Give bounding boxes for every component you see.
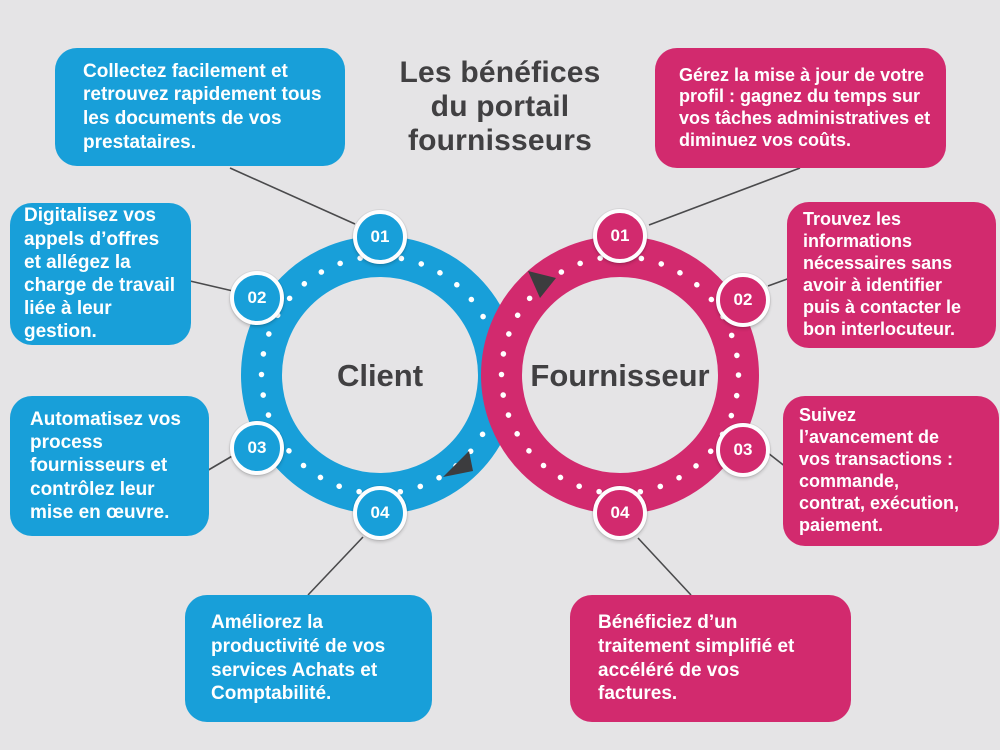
benefit-text: Automatisez vos process fournisseurs et … [30, 409, 181, 523]
badge-supplier-03: 03 [716, 423, 770, 477]
badge-supplier-01: 01 [593, 209, 647, 263]
benefit-text: Digitalisez vos appels d’offres et allég… [24, 205, 176, 343]
benefit-box-supplier-04: Bénéficiez d’un traitement simplifié et … [570, 595, 851, 722]
badge-supplier-02: 02 [716, 273, 770, 327]
benefit-box-client-02: Digitalisez vos appels d’offres et allég… [10, 203, 191, 345]
badge-number: 01 [370, 227, 390, 246]
connector-client-04 [307, 536, 364, 596]
connector-supplier-02 [767, 277, 791, 287]
connector-supplier-04 [637, 537, 692, 596]
badge-supplier-04: 04 [593, 486, 647, 540]
badge-number: 02 [733, 290, 753, 309]
badge-client-04: 04 [353, 486, 407, 540]
benefit-text: Bénéficiez d’un traitement simplifié et … [598, 612, 795, 705]
benefit-text: Trouvez les informations nécessaires san… [803, 209, 962, 339]
benefit-box-supplier-02: Trouvez les informations nécessaires san… [787, 202, 996, 348]
benefit-box-supplier-01: Gérez la mise à jour de votre profil : g… [655, 48, 946, 168]
badge-number: 03 [247, 438, 267, 457]
benefit-text: Améliorez la productivité de vos service… [211, 612, 386, 705]
benefit-text: Suivez l’avancement de vos transactions … [799, 405, 960, 535]
benefit-box-client-04: Améliorez la productivité de vos service… [185, 595, 432, 722]
connector-client-03 [204, 454, 235, 473]
badge-number: 01 [610, 226, 630, 245]
connector-client-02 [189, 280, 234, 292]
flow-arrow-client [443, 451, 473, 477]
benefit-box-client-01: Collectez facilement et retrouvez rapide… [55, 48, 345, 166]
benefit-box-supplier-03: Suivez l’avancement de vos transactions … [783, 396, 999, 546]
badge-number: 04 [370, 503, 390, 522]
connector-client-01 [229, 167, 356, 225]
badge-client-01: 01 [353, 210, 407, 264]
badge-number: 02 [247, 288, 267, 307]
badge-number: 04 [610, 503, 630, 522]
benefit-text: Gérez la mise à jour de votre profil : g… [679, 64, 931, 150]
badge-client-02: 02 [230, 271, 284, 325]
badge-number: 03 [733, 440, 753, 459]
benefit-text: Collectez facilement et retrouvez rapide… [83, 60, 322, 153]
connector-supplier-01 [648, 167, 801, 226]
client-circle-label: Client [336, 358, 424, 393]
benefit-box-client-03: Automatisez vos process fournisseurs et … [10, 396, 209, 536]
infographic-title: Les bénéfices du portail fournisseurs [399, 56, 601, 158]
flow-arrow-supplier [528, 271, 556, 298]
supplier-circle-label: Fournisseur [530, 358, 710, 393]
badge-client-03: 03 [230, 421, 284, 475]
